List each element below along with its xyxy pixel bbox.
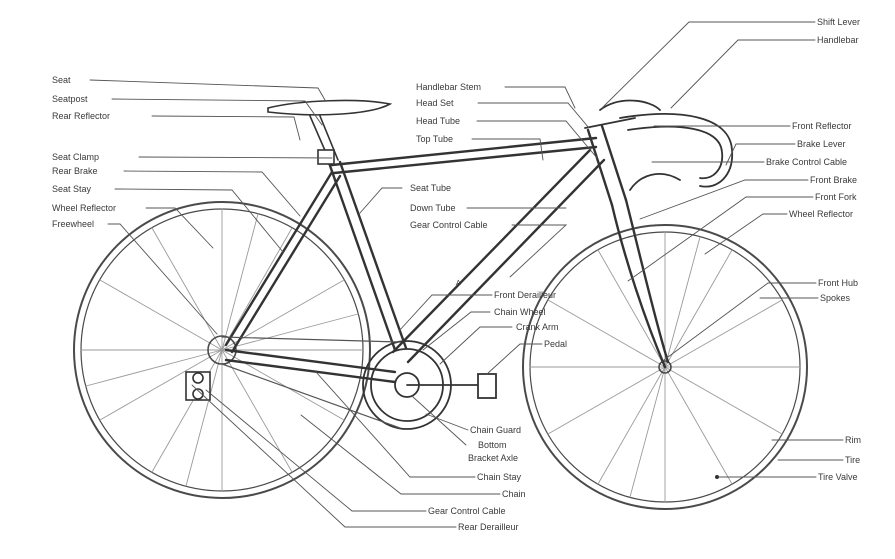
label-rear-reflector: Rear Reflector xyxy=(52,111,111,121)
label-front-reflector: Front Reflector xyxy=(792,121,852,131)
label-crank-arm: Crank Arm xyxy=(516,322,559,332)
front-wheel xyxy=(522,224,808,510)
label-seat: Seat xyxy=(52,75,71,85)
label-handlebar: Handlebar xyxy=(817,35,859,45)
chain xyxy=(221,336,401,429)
label-front-hub: Front Hub xyxy=(818,278,859,288)
label-front-fork: Front Fork xyxy=(815,192,857,202)
label-brake-control-cable: Brake Control Cable xyxy=(766,157,848,167)
label-seat-stay: Seat Stay xyxy=(52,184,92,194)
label-tire-valve: Tire Valve xyxy=(818,472,858,482)
seat xyxy=(267,99,393,165)
label-chain-guard: Chain Guard xyxy=(470,425,522,435)
label-handlebar-stem: Handlebar Stem xyxy=(416,82,482,92)
label-chain-wheel: Chain Wheel xyxy=(494,307,546,317)
label-spokes: Spokes xyxy=(820,293,851,303)
label-seat-clamp: Seat Clamp xyxy=(52,152,100,162)
label-top-tube: Top Tube xyxy=(416,134,454,144)
handlebar xyxy=(584,99,733,191)
label-marker-a: A xyxy=(456,280,461,287)
label-wheel-reflector-rear: Wheel Reflector xyxy=(52,203,117,213)
label-bracket-axle: Bracket Axle xyxy=(468,453,519,463)
chain-wheel xyxy=(362,340,497,430)
label-head-tube: Head Tube xyxy=(416,116,461,126)
label-freewheel: Freewheel xyxy=(52,219,95,229)
rear-derailleur xyxy=(185,371,211,401)
label-gear-control-cable-bottom: Gear Control Cable xyxy=(428,506,506,516)
label-seatpost: Seatpost xyxy=(52,94,88,104)
label-shift-lever: Shift Lever xyxy=(817,17,861,27)
label-chain: Chain xyxy=(502,489,526,499)
leader-lines xyxy=(89,21,844,528)
label-down-tube: Down Tube xyxy=(410,203,456,213)
rear-wheel xyxy=(73,201,371,499)
label-rim: Rim xyxy=(845,435,861,445)
label-seat-tube: Seat Tube xyxy=(410,183,452,193)
label-gear-control-cable-top: Gear Control Cable xyxy=(410,220,488,230)
label-tire: Tire xyxy=(845,455,861,465)
label-front-derailleur: Front Derailleur xyxy=(494,290,557,300)
label-brake-lever: Brake Lever xyxy=(797,139,846,149)
label-rear-derailleur: Rear Derailleur xyxy=(458,522,519,532)
label-wheel-reflector-front: Wheel Reflector xyxy=(789,209,854,219)
label-chain-stay: Chain Stay xyxy=(477,472,522,482)
label-rear-brake: Rear Brake xyxy=(52,166,98,176)
tire-valve-marker xyxy=(715,475,719,479)
label-front-brake: Front Brake xyxy=(810,175,858,185)
bicycle-frame xyxy=(224,124,670,384)
label-pedal: Pedal xyxy=(544,339,568,349)
label-head-set: Head Set xyxy=(416,98,454,108)
label-bottom: Bottom xyxy=(478,440,507,450)
